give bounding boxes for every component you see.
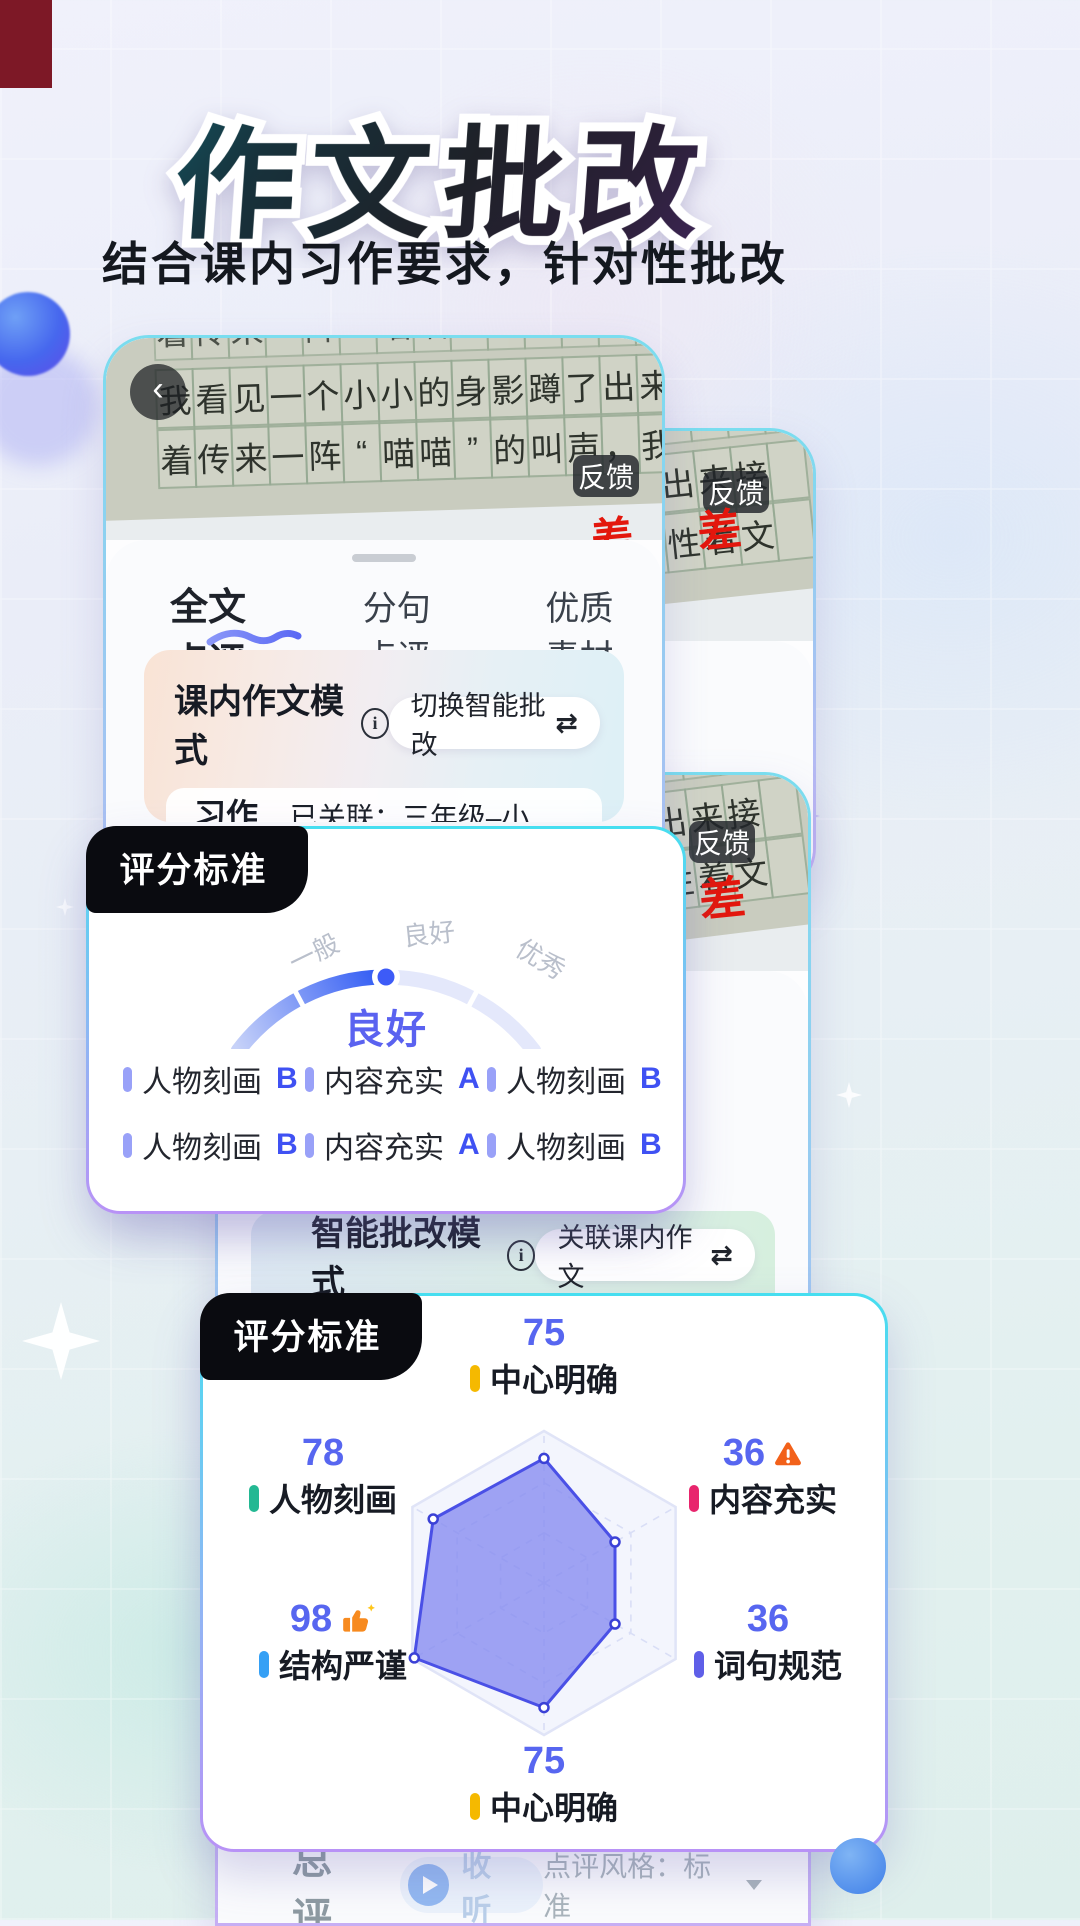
exchange-icon: ⇄ — [555, 707, 578, 738]
gauge-scale-label: 一般 — [284, 928, 344, 978]
active-tab-underline — [206, 629, 302, 646]
gauge-scale-label: 优秀 — [511, 933, 566, 986]
smart-mode-title: 智能批改模式 — [311, 1215, 481, 1302]
course-mode-title: 课内作文模式 — [174, 683, 344, 770]
feedback-button[interactable]: 反馈 — [703, 471, 769, 513]
teacher-mark: 差 — [589, 511, 636, 540]
listen-button[interactable]: 收听 — [399, 1850, 544, 1923]
decor-circle — [830, 1838, 886, 1894]
info-icon[interactable]: i — [506, 1239, 536, 1271]
score-standard-tag: 评分标准 — [85, 825, 308, 913]
radar-label-lower-left: 98 结构严谨 — [243, 1598, 423, 1687]
score-standard-card-radar: 评分标准 75 中心明确 78 人物刻画 36 内容充实 98 结构严谨 36 — [199, 1292, 888, 1852]
feedback-button[interactable]: 反馈 — [689, 821, 755, 863]
page-subtitle: 结合课内习作要求，针对性批改 — [102, 238, 788, 290]
radar-label-bottom: 75 中心明确 — [203, 1740, 885, 1829]
decor-blob — [0, 292, 70, 376]
gauge-chart: 一般 良好 优秀 — [206, 889, 571, 1059]
radar-label-upper-right: 36 内容充实 — [663, 1432, 863, 1521]
radar-label-lower-right: 36 词句规范 — [673, 1598, 863, 1687]
requirement-row[interactable]: 习作要求 已关联：三年级–小小动物园 — [166, 788, 602, 822]
teacher-mark: 差 — [694, 503, 745, 560]
exchange-icon: ⇄ — [710, 1239, 733, 1270]
drag-handle[interactable] — [352, 554, 416, 562]
chevron-down-icon — [746, 1880, 762, 1890]
switch-mode-button[interactable]: 切换智能批改 ⇄ — [388, 691, 600, 760]
comment-style-selector[interactable]: 点评风格：标准 — [543, 1845, 762, 1923]
radar-label-top: 75 中心明确 — [203, 1312, 885, 1401]
gauge-scale-label: 良好 — [402, 916, 457, 951]
sparkle-icon — [22, 1302, 100, 1380]
requirement-value[interactable]: 已关联：三年级–小小动物园 — [290, 796, 574, 822]
play-icon — [407, 1864, 450, 1906]
requirement-label: 习作要求 — [194, 797, 259, 822]
warning-icon — [775, 1441, 802, 1465]
course-mode-card: 课内作文模式 i 切换智能批改 ⇄ 习作要求 已关联：三年级–小小动物园 — [144, 650, 624, 822]
sparkle-icon — [836, 1082, 862, 1108]
smart-mode-section: 智能批改模式 i 关联课内作文 ⇄ — [251, 1211, 775, 1302]
info-icon[interactable]: i — [361, 707, 389, 739]
teacher-mark: 差 — [696, 869, 749, 929]
gauge-result: 良好 — [344, 1008, 428, 1052]
radar-chart — [408, 1429, 677, 1737]
sparkle-icon — [56, 898, 74, 916]
bottom-bar: 总评 收听 点评风格：标准 — [218, 1838, 808, 1923]
corner-badge — [0, 0, 52, 88]
back-button[interactable]: ‹ — [130, 364, 186, 420]
score-standard-tag: 评分标准 — [199, 1292, 422, 1380]
radar-label-upper-left: 78 人物刻画 — [233, 1432, 413, 1521]
link-course-button[interactable]: 关联课内作文 ⇄ — [535, 1223, 755, 1292]
thumbs-up-icon — [343, 1603, 376, 1632]
feedback-button[interactable]: 反馈 — [573, 455, 639, 497]
page-title: 作文批改 作文批改 — [0, 86, 895, 262]
